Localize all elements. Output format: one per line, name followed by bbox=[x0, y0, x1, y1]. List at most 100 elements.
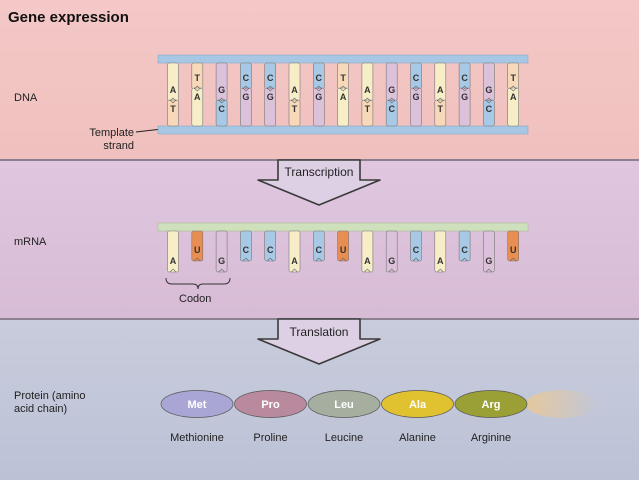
dna-template-base: C bbox=[385, 99, 398, 127]
amino-acid-abbr: Pro bbox=[261, 399, 280, 411]
mrna-base: C bbox=[264, 230, 277, 262]
dna-coding-backbone bbox=[157, 54, 529, 64]
mrna-base-letter: A bbox=[437, 256, 444, 266]
hydrogen-bond bbox=[364, 100, 371, 101]
hydrogen-bond bbox=[485, 100, 493, 101]
dna-template-base-letter: A bbox=[340, 92, 347, 102]
dna-coding-base-letter: G bbox=[388, 85, 395, 95]
mrna-base: U bbox=[191, 230, 204, 262]
dna-template-base-letter: A bbox=[510, 92, 517, 102]
protein-label: Protein (amino acid chain) bbox=[14, 390, 86, 415]
dna-template-base-letter: T bbox=[365, 104, 371, 114]
dna-template-base-letter: C bbox=[486, 104, 493, 114]
dna-coding-base: G bbox=[215, 62, 228, 102]
dna-template-base-letter: T bbox=[438, 104, 444, 114]
mrna-base-letter: U bbox=[510, 245, 517, 255]
amino-acid-name: Methionine bbox=[170, 432, 224, 444]
template-strand-pointer bbox=[135, 128, 163, 133]
hydrogen-bond bbox=[194, 88, 201, 89]
dna-template-base-letter: G bbox=[461, 92, 468, 102]
mrna-base-letter: C bbox=[316, 245, 323, 255]
amino-acid-name: Leucine bbox=[325, 432, 364, 444]
dna-template-base-letter: T bbox=[170, 104, 176, 114]
amino-acid-name: Proline bbox=[253, 432, 287, 444]
dna-coding-base: A bbox=[361, 62, 374, 102]
dna-coding-base: T bbox=[191, 62, 204, 90]
hydrogen-bond bbox=[169, 100, 177, 101]
dna-template-backbone bbox=[157, 125, 529, 135]
mrna-base-letter: C bbox=[461, 245, 468, 255]
mrna-base-letter: A bbox=[170, 256, 177, 266]
hydrogen-bond bbox=[315, 88, 323, 89]
mrna-base: C bbox=[458, 230, 471, 262]
mrna-base: C bbox=[240, 230, 252, 262]
amino-acid-name: Arginine bbox=[471, 432, 511, 444]
mrna-base-letter: G bbox=[485, 256, 492, 266]
dna-coding-base-letter: A bbox=[364, 85, 371, 95]
dna-template-base-letter: T bbox=[292, 104, 298, 114]
mrna-base: G bbox=[215, 230, 228, 273]
dna-coding-base-letter: G bbox=[485, 85, 492, 95]
dna-coding-base-letter: C bbox=[316, 73, 323, 83]
dna-template-base-letter: C bbox=[218, 104, 225, 114]
mrna-base-letter: G bbox=[218, 256, 225, 266]
dna-coding-base: C bbox=[312, 62, 325, 90]
dna-coding-base-letter: C bbox=[461, 73, 468, 83]
dna-coding-base: T bbox=[507, 62, 520, 90]
next-amino-acid-fading bbox=[526, 390, 598, 418]
hydrogen-bond bbox=[436, 100, 444, 101]
mrna-backbone bbox=[157, 222, 529, 232]
dna-coding-base-letter: A bbox=[170, 85, 177, 95]
mrna-base-letter: A bbox=[291, 256, 298, 266]
dna-template-base-letter: G bbox=[315, 92, 322, 102]
mrna-base: A bbox=[167, 230, 179, 273]
dna-coding-base: G bbox=[385, 62, 398, 102]
mrna-base: A bbox=[434, 230, 447, 273]
dna-coding-base: C bbox=[458, 62, 471, 90]
dna-template-base: C bbox=[215, 99, 228, 127]
amino-acid-abbr: Arg bbox=[482, 399, 501, 411]
dna-coding-base: C bbox=[240, 62, 252, 90]
mrna-base-letter: U bbox=[194, 245, 201, 255]
transcription-label: Transcription bbox=[285, 165, 354, 179]
mrna-label: mRNA bbox=[14, 236, 47, 248]
dna-coding-base: T bbox=[337, 62, 349, 90]
diagram-title: Gene expression bbox=[8, 9, 129, 26]
mrna-base: A bbox=[361, 230, 374, 273]
hydrogen-bond bbox=[461, 88, 468, 89]
dna-template-base: A bbox=[191, 87, 204, 127]
dna-coding-base-letter: T bbox=[340, 73, 346, 83]
dna-coding-base-letter: C bbox=[267, 73, 274, 83]
hydrogen-bond bbox=[509, 88, 517, 89]
dna-template-base: G bbox=[312, 87, 325, 127]
translation-arrow bbox=[257, 318, 381, 365]
dna-template-base: T bbox=[361, 99, 374, 127]
dna-coding-base: C bbox=[264, 62, 277, 90]
amino-acid-chain: MetMethionineProProlineLeuLeucineAlaAlan… bbox=[160, 390, 528, 444]
dna-template-base-letter: G bbox=[267, 92, 274, 102]
hydrogen-bond bbox=[242, 88, 250, 89]
hydrogen-bond bbox=[266, 88, 274, 89]
hydrogen-bond bbox=[388, 100, 396, 101]
mrna-base: G bbox=[385, 230, 398, 273]
dna-label: DNA bbox=[14, 92, 38, 104]
dna-coding-base-letter: A bbox=[291, 85, 298, 95]
dna-coding-base-letter: A bbox=[437, 85, 444, 95]
dna-template-base-letter: A bbox=[194, 92, 201, 102]
dna-template-base: G bbox=[458, 87, 471, 127]
dna-template-base: A bbox=[337, 87, 349, 127]
dna-coding-base: A bbox=[167, 62, 179, 102]
mrna-base-letter: C bbox=[413, 245, 420, 255]
mrna-base-letter: C bbox=[243, 245, 250, 255]
dna-template-base: G bbox=[410, 87, 422, 127]
amino-acid-abbr: Met bbox=[188, 399, 207, 411]
dna-coding-base: A bbox=[434, 62, 447, 102]
hydrogen-bond bbox=[339, 88, 347, 89]
amino-acid-name: Alanine bbox=[399, 432, 436, 444]
